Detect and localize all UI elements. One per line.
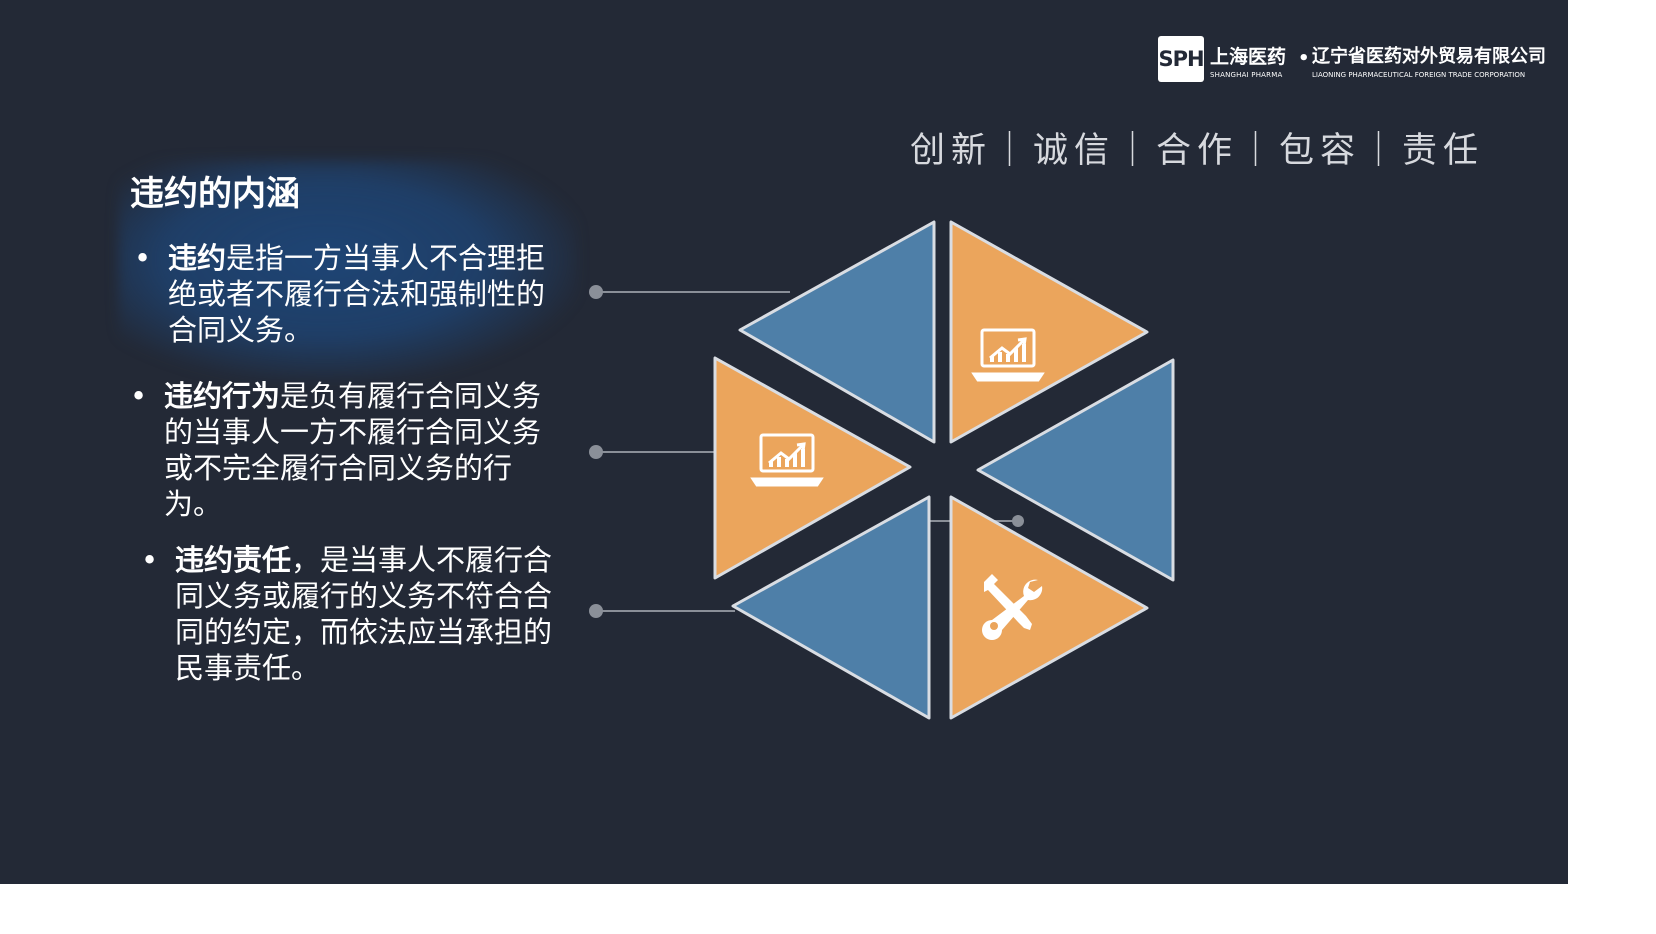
title-glow: [118, 160, 578, 380]
bullet-marker: •: [141, 543, 159, 577]
bullet-term: 违约: [168, 241, 227, 275]
bullet-term: 违约行为: [164, 379, 281, 413]
bullet-item-breach-act: • 违约行为是负有履行合同义务的当事人一方不履行合同义务或不完全履行合同义务的行…: [130, 378, 564, 522]
bullet-text: 是负有履行合同义务的当事人一方不履行合同义务或不完全履行合同义务的行为。: [164, 379, 542, 521]
segment-bottom-left: [731, 495, 931, 720]
segment-bottom-right: [949, 495, 1149, 720]
connectors: [589, 285, 1024, 618]
segment-top-right: [949, 220, 1149, 444]
laptop-chart-icon: [750, 433, 824, 487]
bullet-text: ，是当事人不履行合同义务或履行的义务不符合合同的约定，而依法应当承担的民事责任。: [175, 543, 553, 685]
hexagon-segments: [713, 220, 1175, 720]
bullet-item-breach-liability: • 违约责任，是当事人不履行合同义务或履行的义务不符合合同的约定，而依法应当承担…: [141, 542, 575, 686]
tools-icon: [982, 574, 1043, 640]
corporate-values: 创新｜诚信｜合作｜包容｜责任: [910, 131, 1485, 171]
logo-company-en: SHANGHAI PHARMA: [1210, 71, 1283, 79]
laptop-chart-icon: [971, 328, 1045, 382]
segment-right: [976, 358, 1175, 582]
bullet-marker: •: [134, 241, 152, 275]
logo-company-cn: 上海医药: [1210, 46, 1287, 68]
segment-top-left: [738, 220, 936, 444]
connector-dot-2: [589, 445, 603, 459]
bullet-text: 是指一方当事人不合理拒绝或者不履行合法和强制性的合同义务。: [168, 241, 546, 347]
logo-subsidiary-cn: 辽宁省医药对外贸易有限公司: [1312, 46, 1546, 67]
slide: SPH 上海医药 SHANGHAI PHARMA • 辽宁省医药对外贸易有限公司…: [0, 0, 1568, 884]
slide-title: 违约的内涵: [130, 174, 300, 214]
hexagon-diagram: [589, 220, 1175, 720]
connector-dot-3: [589, 604, 603, 618]
connector-dot-1: [589, 285, 603, 299]
connector-dot-4: [1012, 515, 1024, 527]
sph-logo-mark: SPH: [1158, 36, 1205, 82]
logo-separator: •: [1298, 48, 1310, 69]
bullet-item-breach: • 违约是指一方当事人不合理拒绝或者不履行合法和强制性的合同义务。: [134, 240, 568, 348]
bullet-marker: •: [130, 379, 148, 413]
bullet-term: 违约责任: [175, 543, 292, 577]
logo-subsidiary-en: LIAONING PHARMACEUTICAL FOREIGN TRADE CO…: [1312, 71, 1526, 79]
